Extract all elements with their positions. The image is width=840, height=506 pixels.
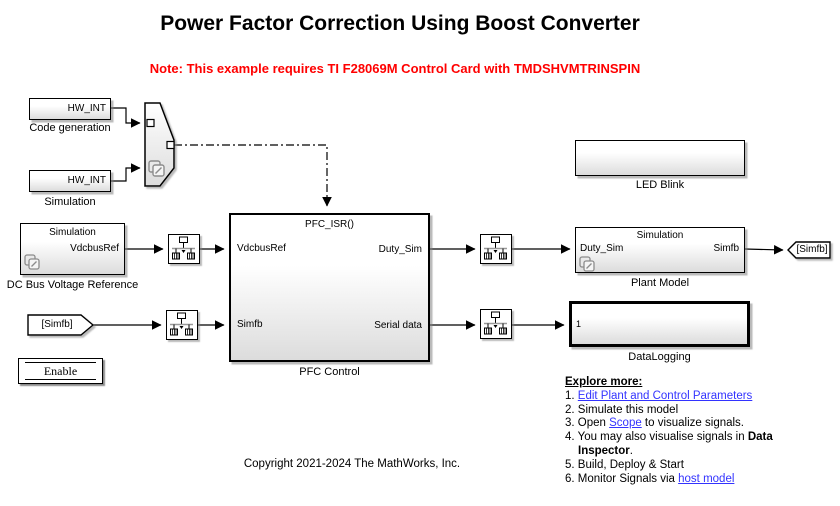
divider xyxy=(25,379,96,380)
host-model-link[interactable]: host model xyxy=(678,472,735,485)
output-port-label: Serial data xyxy=(374,320,422,331)
dc-bus-block-label: DC Bus Voltage Reference xyxy=(6,279,139,291)
signal-conversion-block-1[interactable] xyxy=(168,234,200,264)
datalogging-label: DataLogging xyxy=(628,351,691,363)
wire-plant-to-gototag[interactable] xyxy=(744,244,784,255)
wire-hwint1-to-variant[interactable] xyxy=(111,107,141,128)
trigger-port-label: PFC_ISR() xyxy=(305,219,354,230)
explore-item-6: 6. Monitor Signals via host model xyxy=(565,472,735,485)
dc-bus-voltage-reference-block[interactable]: Simulation VdcbusRef xyxy=(20,223,125,275)
signal-tree-icon xyxy=(172,236,195,260)
hw-int-codegen-block[interactable]: HW_INT xyxy=(29,98,111,120)
copyright-text: Copyright 2021-2024 The MathWorks, Inc. xyxy=(243,458,461,470)
goto-tag-simfb[interactable] xyxy=(787,241,831,259)
wire-variant-to-pfc-isr[interactable] xyxy=(174,144,332,207)
plant-model-label: Plant Model xyxy=(630,277,690,289)
page-title: Power Factor Correction Using Boost Conv… xyxy=(160,12,640,35)
signal-tree-icon xyxy=(484,311,507,335)
note-text: Note: This example requires TI F28069M C… xyxy=(149,61,641,76)
edit-parameters-link[interactable]: Edit Plant and Control Parameters xyxy=(577,389,753,402)
explore-more-list: Explore more: 1. Edit Plant and Control … xyxy=(565,376,795,486)
explore-item-5: 5. Build, Deploy & Start xyxy=(565,458,684,471)
variant-input-port xyxy=(146,118,155,128)
from-tag-text: [Simfb] xyxy=(41,319,73,330)
pfc-control-block[interactable]: PFC_ISR() VdcbusRef Simfb Duty_Sim Seria… xyxy=(229,213,430,362)
hw-int-label: HW_INT xyxy=(67,103,106,114)
goto-tag-text: [Simfb] xyxy=(796,244,828,255)
enable-label: Enable xyxy=(43,364,78,378)
from-tag-simfb[interactable] xyxy=(27,314,95,336)
divider xyxy=(25,362,96,363)
explore-item-1: 1. Edit Plant and Control Parameters xyxy=(565,389,753,402)
signal-conversion-block-2[interactable] xyxy=(166,310,198,340)
explore-item-4: 4. You may also visualise signals in Dat… xyxy=(565,431,773,444)
datalogging-block[interactable]: 1 xyxy=(569,301,750,347)
hw-int-sim-block[interactable]: HW_INT xyxy=(29,170,111,192)
input-port-number: 1 xyxy=(576,319,582,329)
explore-item-4-cont: Inspector. xyxy=(578,444,633,457)
input-port-label: VdcbusRef xyxy=(237,243,286,254)
explore-heading: Explore more: xyxy=(565,376,643,388)
explore-item-2: 2. Simulate this model xyxy=(565,403,679,416)
sim-block-label: Simulation xyxy=(44,196,96,208)
explore-item-3: 3. Open Scope to visualize signals. xyxy=(565,417,745,430)
output-port-label: Duty_Sim xyxy=(378,244,422,255)
output-port-label: VdcbusRef xyxy=(70,243,119,254)
signal-conversion-block-4[interactable] xyxy=(480,309,512,339)
variant-icon xyxy=(148,160,165,177)
wire-hwint2-to-variant[interactable] xyxy=(111,163,141,182)
pfc-control-label: PFC Control xyxy=(299,366,360,378)
input-port-label: Simfb xyxy=(237,319,263,330)
hw-int-label: HW_INT xyxy=(67,175,106,186)
signal-conversion-block-3[interactable] xyxy=(480,234,512,264)
variant-active-label: Simulation xyxy=(49,227,96,238)
variant-icon xyxy=(579,256,595,272)
signal-tree-icon xyxy=(484,236,507,260)
variant-active-label: Simulation xyxy=(636,230,684,241)
codegen-block-label: Code generation xyxy=(29,122,111,134)
led-blink-block[interactable] xyxy=(575,140,745,176)
input-port-label: Duty_Sim xyxy=(580,243,624,254)
scope-link[interactable]: Scope xyxy=(609,417,642,430)
output-port-label: Simfb xyxy=(713,243,739,254)
signal-tree-icon xyxy=(170,312,193,336)
variant-icon xyxy=(24,254,40,270)
enable-block[interactable]: Enable xyxy=(18,358,103,384)
led-blink-label: LED Blink xyxy=(635,179,685,191)
plant-model-block[interactable]: Simulation Duty_Sim Simfb xyxy=(575,227,745,273)
variant-output-port xyxy=(166,140,175,150)
